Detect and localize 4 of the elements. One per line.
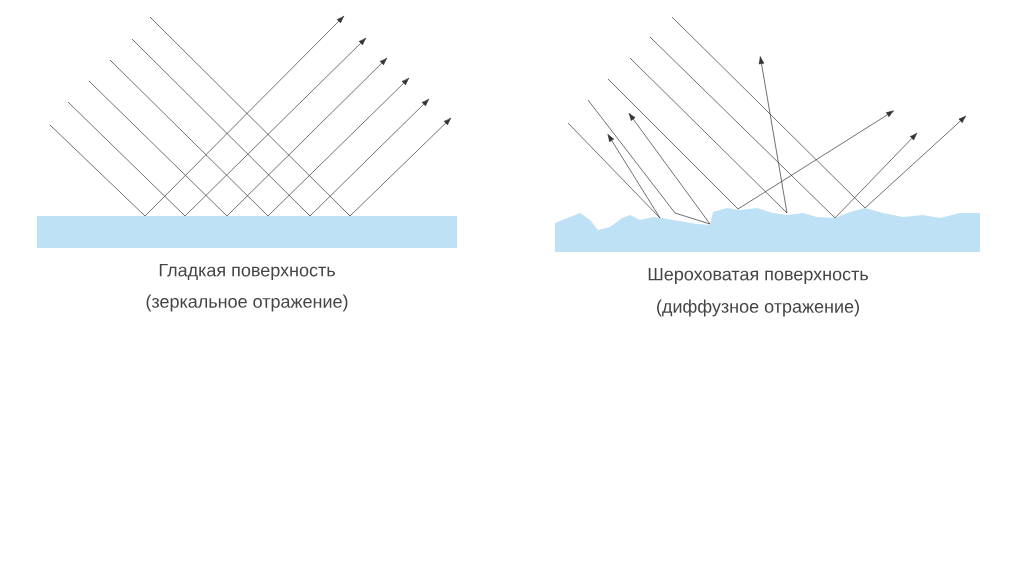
caption-text: Шероховатая поверхность <box>648 267 868 285</box>
caption-text: (зеркальное отражение) <box>146 294 348 312</box>
caption-text: Гладкая поверхность <box>159 263 335 281</box>
caption-text: (диффузное отражение) <box>657 299 859 317</box>
